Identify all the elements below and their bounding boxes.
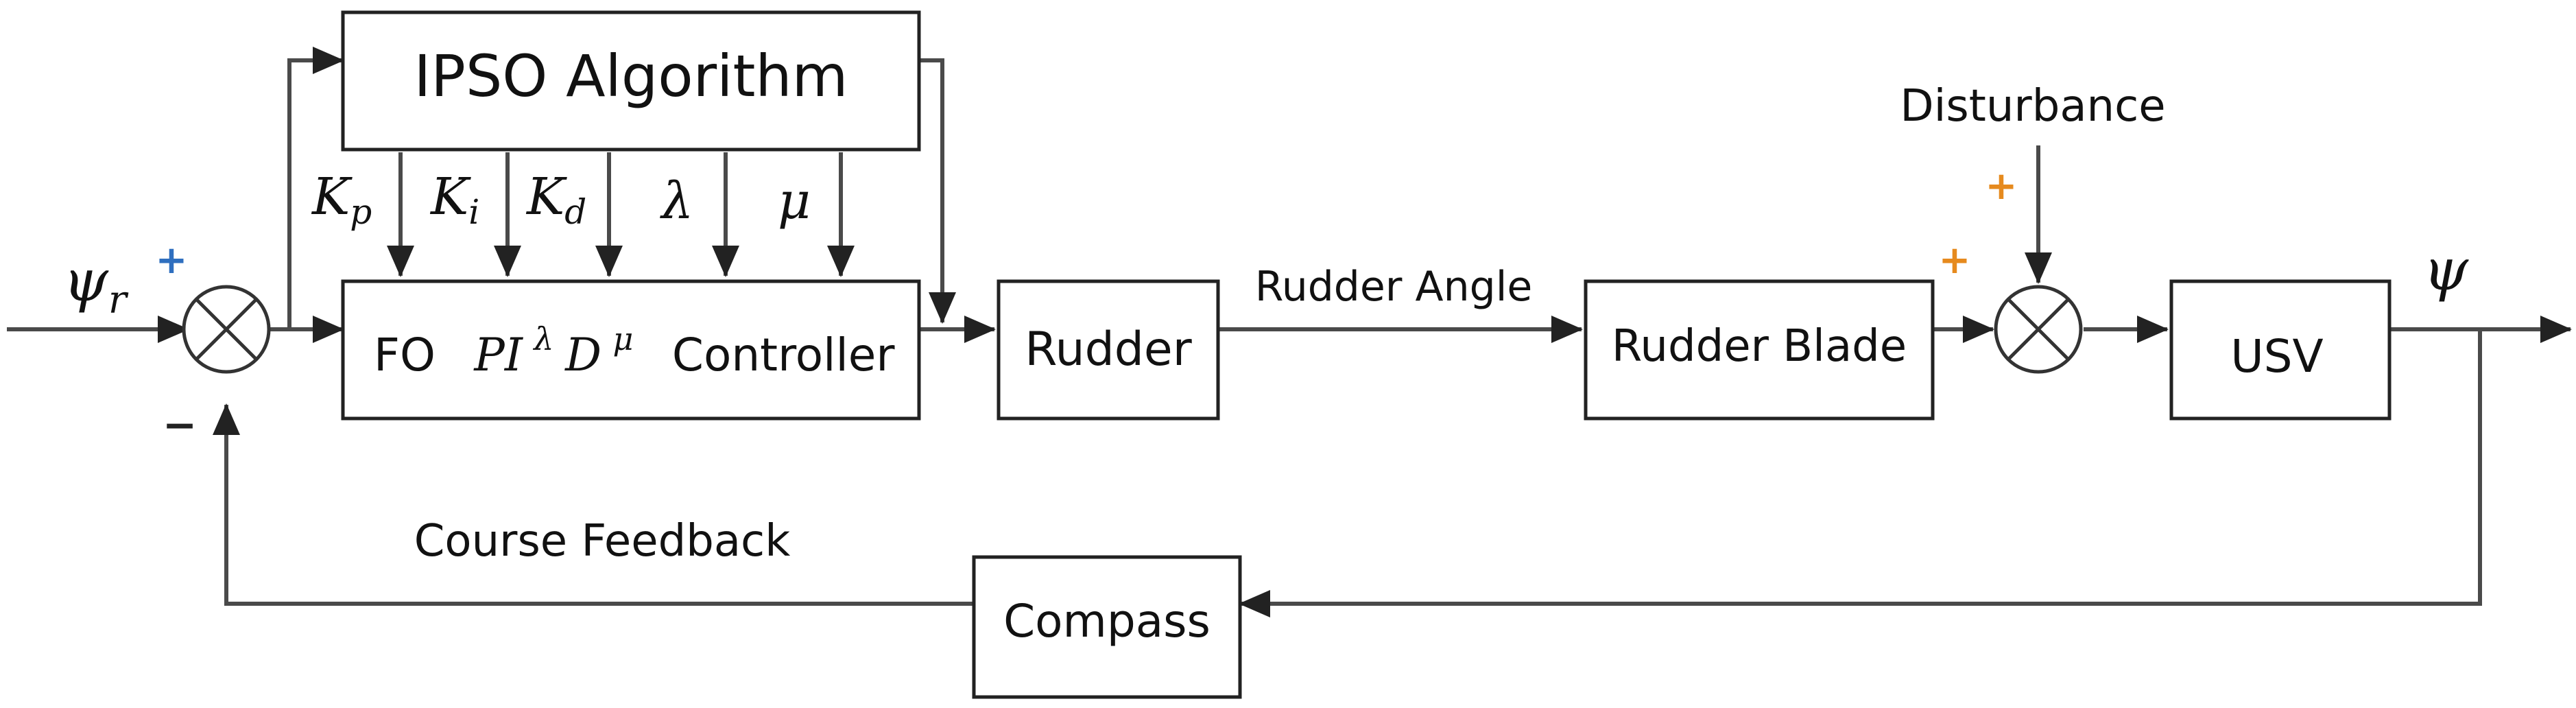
rudder-blade-block: Rudder Blade (1584, 279, 1935, 421)
controller-pi: PI (473, 329, 523, 381)
output-signal-label: ψ (2423, 236, 2469, 303)
rudder-angle-label: Rudder Angle (1255, 263, 1533, 311)
compass-block: Compass (972, 555, 1242, 699)
controller-suffix: Controller (672, 329, 896, 381)
ki-label: Ki (429, 167, 479, 232)
rudder-blade-label: Rudder Blade (1612, 321, 1907, 372)
rudder-block: Rudder (997, 279, 1220, 421)
controller-prefix: FO (374, 329, 436, 381)
course-feedback-label: Course Feedback (414, 516, 791, 567)
lambda-label: λ (660, 172, 694, 231)
controller-label: FO PI λ D μ Controller (374, 310, 895, 381)
rudder-label: Rudder (1025, 322, 1191, 377)
summing-junction-1 (182, 285, 271, 374)
sum1-plus-sign: + (156, 238, 188, 283)
compass-label: Compass (1003, 595, 1211, 648)
usv-block: USV (2169, 279, 2392, 421)
sum2-plus-sign-top: + (1985, 164, 2018, 209)
ipso-label: IPSO Algorithm (414, 43, 848, 110)
controller-block: FO PI λ D μ Controller (341, 279, 921, 421)
controller-mu-sup: μ (612, 320, 633, 357)
kp-label: Kp (311, 167, 372, 232)
ipso-input-line (287, 47, 344, 329)
sum2-plus-sign-left: + (1939, 238, 1971, 283)
input-signal-label: ψr (63, 247, 129, 322)
kd-label: Kd (525, 167, 586, 232)
usv-label: USV (2230, 330, 2323, 383)
sum1-minus-sign: − (163, 401, 197, 449)
ipso-block: IPSO Algorithm (341, 10, 921, 152)
mu-label: μ (778, 172, 811, 231)
controller-lambda-sup: λ (532, 320, 553, 357)
summing-junction-2 (1994, 285, 2083, 374)
disturbance-label: Disturbance (1900, 81, 2165, 132)
feedback-line (1239, 329, 2482, 617)
course-feedback-line (213, 403, 974, 606)
ipso-output-line (919, 58, 956, 324)
controller-d: D (564, 329, 601, 381)
